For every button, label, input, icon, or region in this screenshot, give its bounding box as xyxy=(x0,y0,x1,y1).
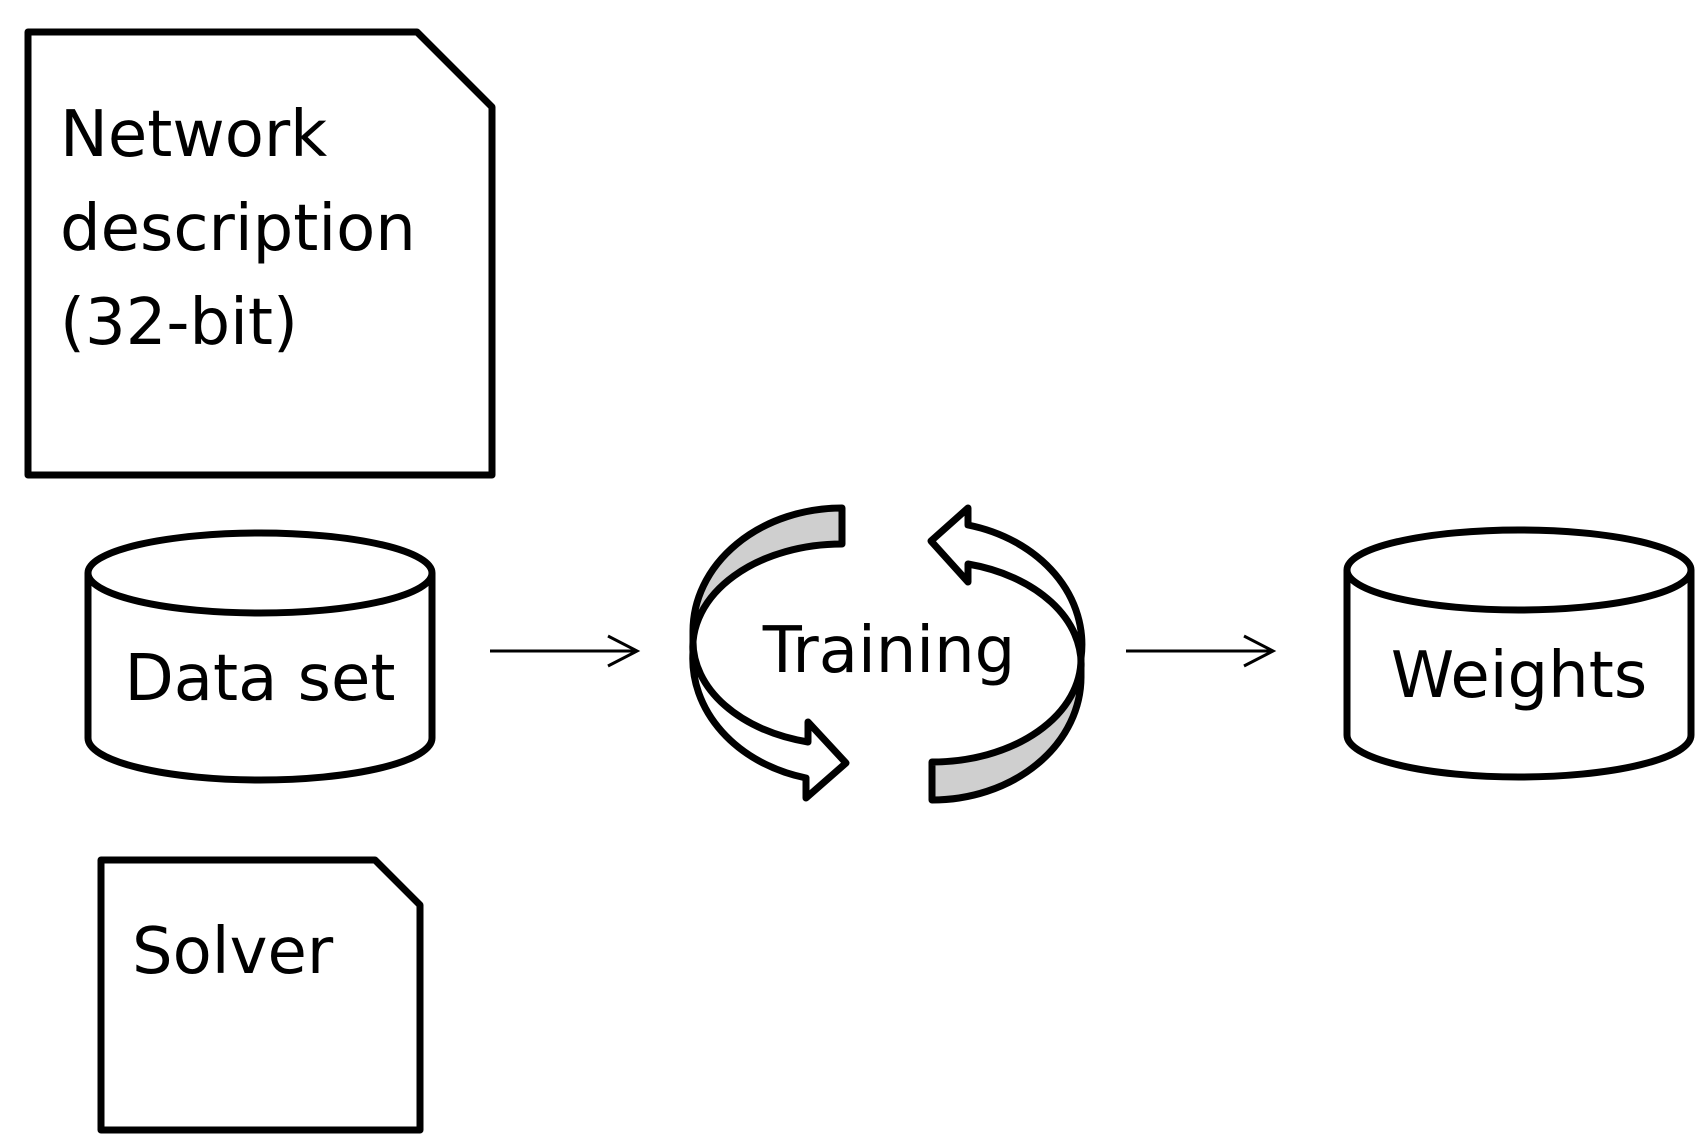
data-set-node: Data set xyxy=(84,529,436,784)
arrow-dataset-to-training-head xyxy=(607,634,641,668)
cycle-bottom-right-arc xyxy=(928,654,1085,804)
cycle-arrows-icon xyxy=(689,504,1086,804)
network-description-document-shape xyxy=(24,28,496,479)
network-description-line-2: description xyxy=(60,192,416,266)
solver-label: Solver xyxy=(132,915,334,989)
cycle-top-right-arrow xyxy=(927,504,1086,672)
weights-cylinder-top xyxy=(1343,526,1695,614)
arrow-training-to-weights-head xyxy=(1243,634,1277,668)
solver-document-shape xyxy=(97,856,424,1134)
cycle-bottom-left-arrow xyxy=(689,637,850,802)
data-set-label: Data set xyxy=(125,642,396,716)
solver-node: Solver xyxy=(97,856,424,1134)
weights-label: Weights xyxy=(1391,639,1647,713)
weights-node: Weights xyxy=(1343,526,1695,781)
weights-cylinder-body xyxy=(1343,570,1695,781)
data-set-cylinder-body xyxy=(84,573,436,784)
training-node: Training xyxy=(689,504,1086,804)
data-set-cylinder-top xyxy=(84,529,436,617)
arrow-dataset-to-training xyxy=(490,634,641,668)
training-label: Training xyxy=(762,614,1016,688)
network-description-line-1: Network xyxy=(60,98,327,172)
arrow-training-to-weights xyxy=(1126,634,1277,668)
network-description-node: Network description (32-bit) xyxy=(24,28,496,479)
network-description-line-3: (32-bit) xyxy=(60,286,298,360)
